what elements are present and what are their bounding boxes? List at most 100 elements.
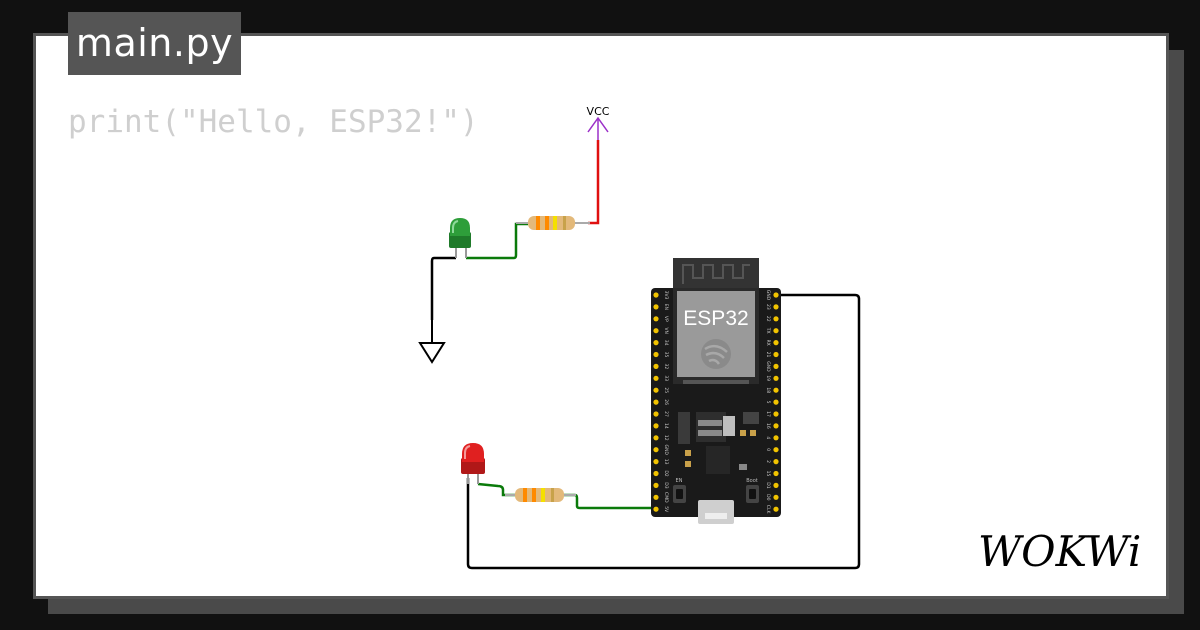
right-pin-label-15: 15 [765,471,771,477]
vcc-label: VCC [587,105,610,118]
left-pin-label-11: 14 [663,423,669,429]
right-pin-1[interactable] [773,304,779,310]
left-pin-13[interactable] [653,447,659,453]
right-pin-6[interactable] [773,363,779,369]
right-pin-13[interactable] [773,447,779,453]
left-pin-10[interactable] [653,411,659,417]
right-pin-label-13: 0 [765,448,771,451]
red-led[interactable] [461,443,485,484]
code-line: print("Hello, ESP32!") [68,104,479,140]
left-pin-label-12: 12 [663,435,669,441]
left-pin-label-2: VP [663,316,669,322]
resistor-2[interactable] [505,488,576,502]
usb-chip [706,446,730,474]
pin-labels: 3V3ENVPVN343532332526271412GND13D2D3CMD5… [663,290,771,515]
file-tab-main-py[interactable]: main.py [68,12,241,75]
right-pin-11[interactable] [773,423,779,429]
right-pin-12[interactable] [773,435,779,441]
left-pin-15[interactable] [653,470,659,477]
left-pin-label-4: 34 [663,340,669,346]
right-pin-10[interactable] [773,411,779,417]
left-pin-label-9: 26 [663,399,669,405]
left-pin-7[interactable] [653,375,659,381]
left-pin-label-3: VN [663,327,669,333]
right-pin-3[interactable] [773,328,779,334]
left-pin-label-13: GND [663,445,669,456]
right-pin-8[interactable] [773,387,779,393]
gnd-loop-wire [466,293,861,570]
boot-button-label: Boot [746,478,758,484]
ground-wire [430,256,456,320]
right-pin-label-0: GND [765,290,771,301]
espressif-logo-icon [701,339,731,369]
usb-port-icon [698,500,734,524]
left-pin-label-16: D3 [663,482,669,488]
right-pin-2[interactable] [773,316,779,322]
right-pin-label-16: D1 [765,482,771,488]
left-pin-16[interactable] [653,482,659,488]
left-pin-11[interactable] [653,423,659,429]
green-led[interactable] [449,218,471,258]
vcc-arrow-icon [587,116,609,140]
left-pin-1[interactable] [653,304,659,310]
left-pin-6[interactable] [653,363,659,369]
green-led-wire [466,222,528,260]
right-pin-label-5: 21 [765,352,771,358]
left-pin-label-1: EN [663,304,669,310]
right-pin-16[interactable] [773,482,779,488]
right-pin-label-4: RX [765,339,771,345]
right-pin-7[interactable] [773,375,779,381]
left-pin-label-6: 32 [663,364,669,370]
right-pin-label-10: 17 [765,411,771,417]
right-pin-label-7: 19 [765,375,771,381]
left-pin-3[interactable] [653,328,659,334]
right-pin-5[interactable] [773,351,779,358]
left-pin-label-17: CMD [663,492,669,503]
right-pin-label-6: GND [765,361,771,372]
left-pin-4[interactable] [653,340,659,346]
red-led-wire [477,482,515,497]
left-pin-12[interactable] [653,435,659,441]
left-pin-9[interactable] [653,399,659,405]
left-pin-label-18: 5V [663,506,669,513]
right-pin-label-1: 23 [765,304,771,310]
wokwi-logo: WOKWi [978,527,1141,576]
right-pin-18[interactable] [773,506,779,512]
left-pin-label-8: 25 [663,387,669,393]
left-pin-2[interactable] [653,316,659,322]
right-pin-label-2: 22 [765,316,771,322]
right-pin-label-18: CLK [765,505,771,515]
left-pin-label-10: 27 [663,411,669,417]
right-pin-label-17: D0 [765,494,771,500]
ground-symbol-icon [418,320,446,364]
pin-headers [653,292,779,512]
wokwi-logo-text: WOKWi [978,527,1141,576]
board-label: ESP32 [683,307,748,330]
right-pin-label-9: 5 [765,401,771,404]
resistor-1[interactable] [516,216,590,230]
right-pin-9[interactable] [773,399,779,405]
right-pin-14[interactable] [773,459,779,465]
right-pin-label-12: 4 [765,436,771,439]
left-pin-18[interactable] [653,506,659,512]
left-pin-label-14: 13 [663,459,669,465]
left-pin-label-15: D2 [663,470,669,476]
right-pin-label-11: 16 [765,423,771,429]
left-pin-17[interactable] [653,494,659,500]
antenna-trace [682,264,750,284]
right-pin-17[interactable] [773,494,779,500]
right-pin-4[interactable] [773,340,779,346]
left-pin-0[interactable] [653,292,659,298]
left-pin-8[interactable] [653,387,659,393]
left-pin-14[interactable] [653,459,659,465]
right-pin-0[interactable] [773,292,779,298]
en-button-label: EN [676,478,683,484]
right-pin-label-8: 18 [765,387,771,393]
esp32-5v-wire [564,493,656,510]
right-pin-15[interactable] [773,470,779,477]
left-pin-5[interactable] [653,351,659,358]
vcc-wire [588,140,600,225]
right-pin-label-14: 2 [765,460,771,463]
